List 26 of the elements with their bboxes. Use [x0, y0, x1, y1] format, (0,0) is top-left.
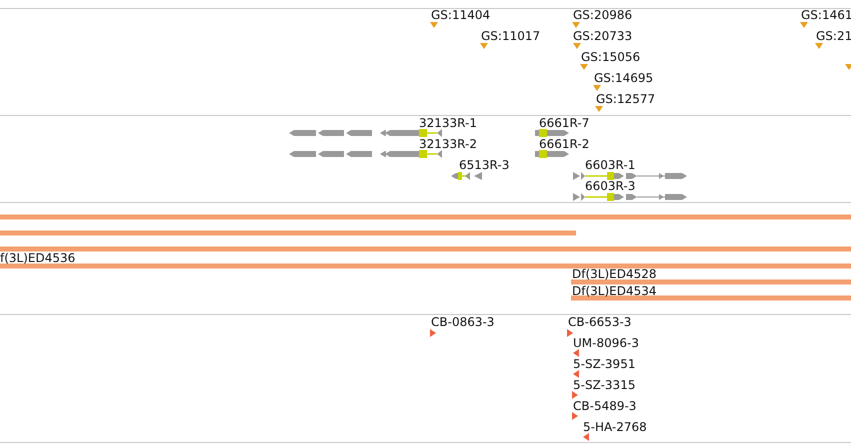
feature-label: 5-SZ-3315	[573, 378, 636, 392]
feature-label: UM-8096-3	[573, 336, 639, 350]
feature-label: GS:12577	[596, 92, 656, 106]
feature-label: 6603R-3	[585, 179, 636, 193]
feature-label: 32133R-2	[419, 137, 477, 151]
feature-label: 6603R-1	[585, 158, 636, 172]
feature-label: 5-SZ-3951	[573, 357, 636, 371]
feature-label: 6661R-2	[539, 137, 590, 151]
feature-label: CB-5489-3	[573, 399, 636, 413]
feature-label: GS:11404	[431, 8, 490, 22]
feature-label: GS:21	[816, 29, 851, 43]
feature-label: Df(3L)ED4528	[572, 267, 657, 281]
feature-label: GS:14695	[594, 71, 654, 85]
feature-label: GS:15056	[581, 50, 640, 64]
feature-label: GS:20733	[573, 29, 632, 43]
feature-label: CB-0863-3	[431, 315, 494, 329]
feature-label: 32133R-1	[419, 116, 477, 130]
feature-label: f(3L)ED4536	[0, 251, 76, 265]
feature-label: 5-HA-2768	[583, 420, 647, 434]
feature-label: GS:11017	[481, 29, 540, 43]
feature-label: 6661R-7	[539, 116, 590, 130]
feature-label: GS:20986	[573, 8, 632, 22]
feature-label: Df(3L)ED4534	[572, 284, 657, 298]
feature-label: CB-6653-3	[568, 315, 632, 329]
feature-label: GS:1461	[801, 8, 851, 22]
feature-label: 6513R-3	[459, 158, 510, 172]
